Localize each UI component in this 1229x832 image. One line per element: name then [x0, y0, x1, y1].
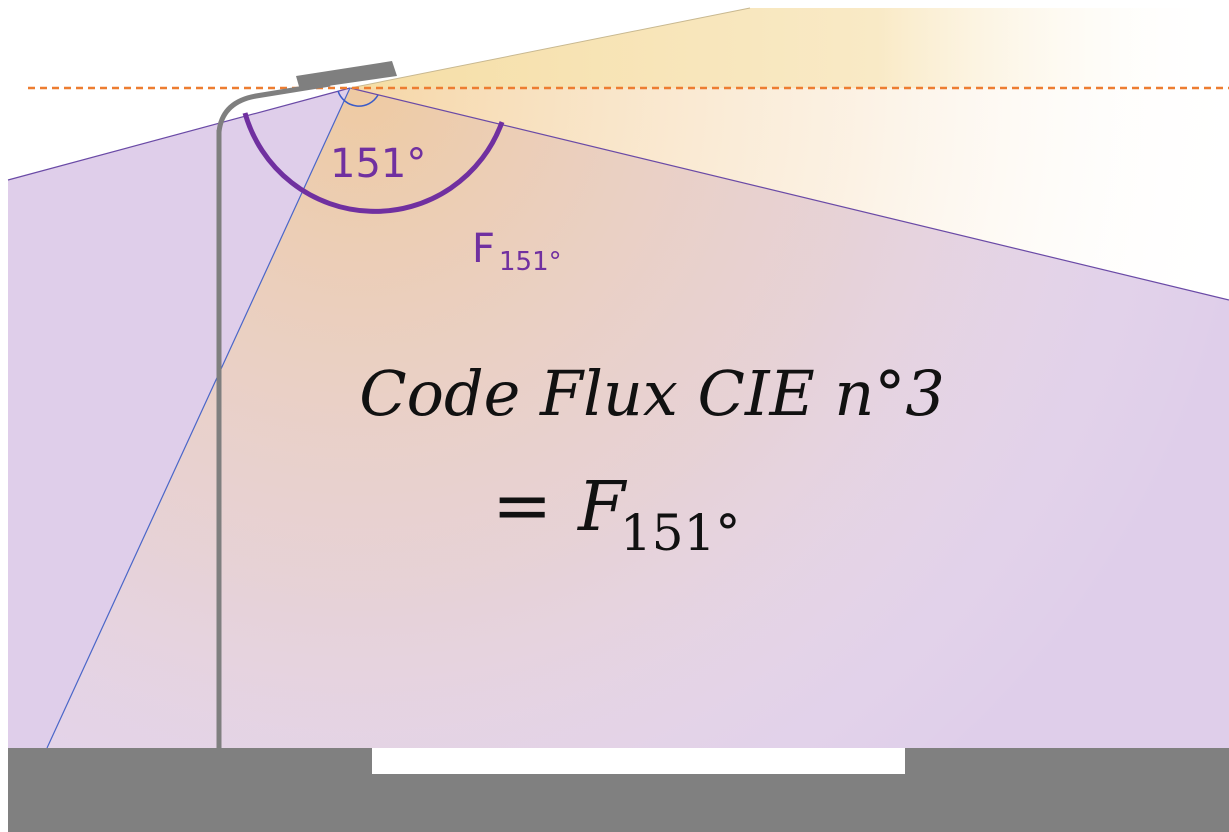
formula-equals: = — [492, 463, 552, 547]
angle-label: 151° — [330, 141, 426, 187]
flux-label-main: F — [472, 226, 495, 272]
light-pole-arm — [216, 81, 331, 133]
formula-line2: = F 151° — [492, 463, 740, 562]
formula-subscript: 151° — [620, 504, 740, 562]
beam-edge-lower — [46, 87, 351, 749]
light-glow — [47, 88, 1229, 748]
cone-edge-left — [7, 87, 351, 181]
flux-label-subscript: 151° — [499, 247, 562, 277]
formula-line1: Code Flux CIE n°3 — [359, 357, 945, 430]
ground — [8, 748, 1229, 832]
flux-label: F 151° — [472, 226, 562, 277]
lamp-head — [296, 61, 397, 90]
beam-edge-upper — [349, 7, 751, 89]
cone-edge-right — [349, 87, 1229, 301]
upward-light-cone — [350, 8, 1229, 88]
angle-arc-small — [337, 90, 379, 107]
formula-var: F — [576, 468, 628, 547]
angle-arc — [242, 112, 505, 214]
